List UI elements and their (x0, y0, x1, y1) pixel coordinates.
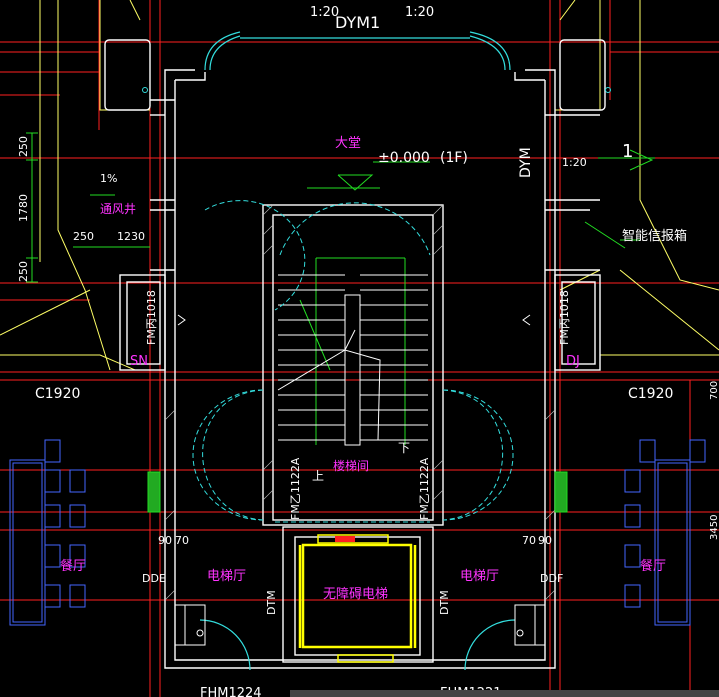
dj-label: DJ (566, 354, 580, 369)
stair-down-label: 下 (398, 441, 410, 455)
dtm-left: DTM (265, 590, 278, 615)
dde-label: DDE (142, 572, 166, 585)
door-label-bottom-left: FHM1224 (200, 686, 262, 697)
dim-90-right: 90 (538, 534, 552, 547)
dim-v-250-bottom: 250 (17, 261, 30, 282)
dim-70-right: 70 (522, 534, 536, 547)
smart-mailbox-label: 智能信报箱 (622, 228, 687, 244)
dim-70-left: 70 (175, 534, 189, 547)
outline-lines (0, 0, 719, 371)
slope-label: 1% (100, 172, 117, 185)
section-mark: 1 (622, 141, 633, 162)
window-label-right: C1920 (628, 386, 673, 402)
scale-label-right: 1:20 (405, 5, 434, 20)
stair-up-label: 上 (312, 469, 324, 483)
door-label-top: DYM1 (335, 13, 380, 32)
scale-label-left: 1:20 (310, 5, 339, 20)
fm-door-right: FM丙1018 (558, 290, 571, 345)
door-fixtures (142, 87, 611, 646)
restaurant-right-label: 餐厅 (640, 558, 666, 574)
elevator-hall-left-label: 电梯厅 (207, 569, 246, 584)
window-label-left: C1920 (35, 386, 80, 402)
fm-zj-left: FM乙1122A (289, 457, 302, 520)
dim-90-left: 90 (158, 534, 172, 547)
lobby-label: 大堂 (335, 136, 361, 151)
arched-windows (199, 31, 516, 671)
floor-label: (1F) (440, 150, 468, 166)
dim-right-edge-top: 700 (709, 381, 719, 400)
elevator-label: 无障碍电梯 (323, 587, 388, 602)
dtm-right: DTM (438, 590, 451, 615)
elevator-car (298, 534, 417, 663)
elevation-label: ±0.000 (378, 150, 430, 166)
dim-250-label: 250 (73, 230, 94, 243)
sn-label: SN (130, 354, 148, 369)
door-label-right: DYM (518, 147, 534, 178)
dim-v-1780: 1780 (17, 194, 30, 222)
bottom-status-strip (290, 690, 719, 697)
text-labels: 1:20 DYM1 1:20 大堂 ±0.000 (1F) DYM 1:20 1… (17, 5, 719, 697)
stair-hall-label: 楼梯间 (333, 458, 369, 473)
ddf-label: DDF (540, 572, 563, 585)
green-markers (147, 239, 640, 513)
door-swings (192, 200, 514, 523)
restaurant-left-label: 餐厅 (60, 558, 86, 574)
elevator-motor (335, 536, 355, 542)
fm-door-left: FM丙1018 (145, 290, 158, 345)
elevator-hall-right-label: 电梯厅 (460, 569, 499, 584)
dim-v-250-top: 250 (17, 136, 30, 157)
walls (104, 39, 606, 669)
dim-1230-label: 1230 (117, 230, 145, 243)
fm-zj-right: FM乙1122A (418, 457, 431, 520)
dim-right-edge-bottom: 3450 (709, 515, 719, 540)
scale-label-right-door: 1:20 (562, 156, 587, 169)
pipe-well-label: 通风井 (100, 202, 136, 216)
wall-hatch (164, 204, 556, 601)
dining-furniture (9, 439, 706, 626)
